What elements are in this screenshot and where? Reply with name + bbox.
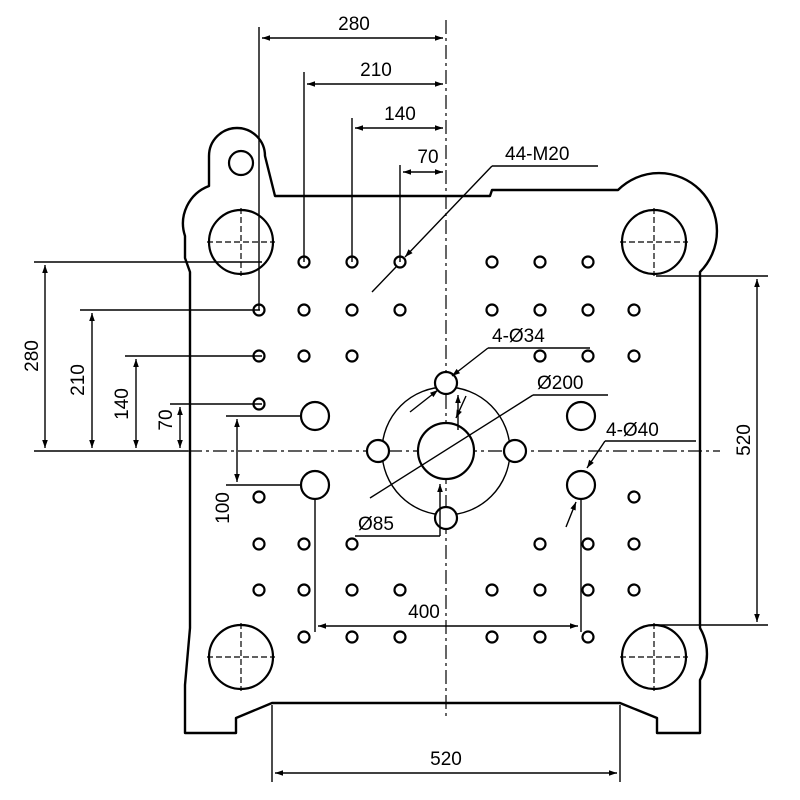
tapped-hole	[581, 583, 595, 597]
tapped-hole	[485, 583, 499, 597]
dim-400: 400	[408, 602, 440, 623]
right-dimension: 520	[656, 275, 768, 626]
tapped-hole	[345, 349, 359, 363]
tapped-holes	[252, 255, 641, 644]
tapped-hole	[627, 490, 641, 504]
bottom-dimensions: 520 400	[271, 499, 621, 782]
tapped-hole	[485, 630, 499, 644]
large-hole	[565, 400, 597, 432]
tapped-hole	[581, 349, 595, 363]
ring-hole-bottom	[433, 505, 459, 531]
left-dimensions: 280 210 140 70 100	[22, 261, 300, 524]
callout-phi200: Ø200	[369, 373, 608, 499]
large-hole	[299, 400, 331, 432]
ring-hole-top	[433, 370, 459, 396]
label-phi85: Ø85	[358, 514, 394, 535]
dim-140-left: 140	[112, 388, 133, 420]
tapped-hole	[627, 303, 641, 317]
dim-210-left: 210	[68, 364, 89, 396]
dim-280-top: 280	[338, 14, 370, 35]
tapped-hole	[533, 303, 547, 317]
tapped-hole	[345, 630, 359, 644]
large-hole	[565, 469, 597, 501]
tapped-hole	[297, 583, 311, 597]
tapped-hole	[485, 303, 499, 317]
callout-phi85: Ø85	[355, 395, 467, 537]
tapped-hole	[627, 537, 641, 551]
tapped-hole	[581, 630, 595, 644]
center-hole	[416, 421, 476, 481]
tapped-hole	[533, 583, 547, 597]
tapped-hole	[345, 537, 359, 551]
label-phi200: Ø200	[537, 373, 583, 394]
tapped-hole	[297, 537, 311, 551]
dim-280-left: 280	[22, 340, 43, 372]
tapped-hole	[297, 630, 311, 644]
tapped-hole	[581, 255, 595, 269]
tapped-hole	[252, 490, 266, 504]
tapped-hole	[393, 583, 407, 597]
dim-100: 100	[213, 492, 234, 524]
tapped-hole	[533, 349, 547, 363]
tapped-hole	[297, 303, 311, 317]
tapped-hole	[627, 349, 641, 363]
tapped-hole	[485, 255, 499, 269]
tapped-hole	[533, 255, 547, 269]
dim-140-top: 140	[384, 104, 416, 125]
tie-bar-holes	[207, 208, 688, 691]
tapped-hole	[533, 630, 547, 644]
dim-520-right: 520	[734, 424, 755, 456]
platen-outline	[181, 126, 719, 735]
callout-44-m20: 44-M20	[371, 144, 598, 293]
tapped-hole	[252, 583, 266, 597]
dim-70-top: 70	[417, 147, 438, 168]
callout-4-phi40: 4-Ø40	[565, 420, 696, 528]
tapped-hole	[345, 583, 359, 597]
tapped-hole	[345, 303, 359, 317]
top-dimensions: 280 210 140 70	[258, 14, 443, 310]
label-4-phi34: 4-Ø34	[492, 326, 545, 347]
ring-hole-right	[502, 438, 528, 464]
tapped-hole	[581, 303, 595, 317]
dim-70-left: 70	[156, 409, 177, 430]
tapped-hole	[297, 349, 311, 363]
label-44-m20: 44-M20	[505, 144, 569, 165]
tapped-hole	[627, 583, 641, 597]
tapped-hole	[252, 537, 266, 551]
tapped-hole	[533, 537, 547, 551]
label-4-phi40: 4-Ø40	[606, 420, 659, 441]
lifting-eye-hole	[227, 149, 255, 177]
large-hole	[299, 469, 331, 501]
tapped-hole	[581, 537, 595, 551]
tapped-hole	[393, 303, 407, 317]
ring-hole-left	[365, 438, 391, 464]
callout-4-phi34: 4-Ø34	[409, 326, 590, 430]
dim-210-top: 210	[360, 60, 392, 81]
dim-520-bottom: 520	[430, 749, 462, 770]
tapped-hole	[393, 630, 407, 644]
